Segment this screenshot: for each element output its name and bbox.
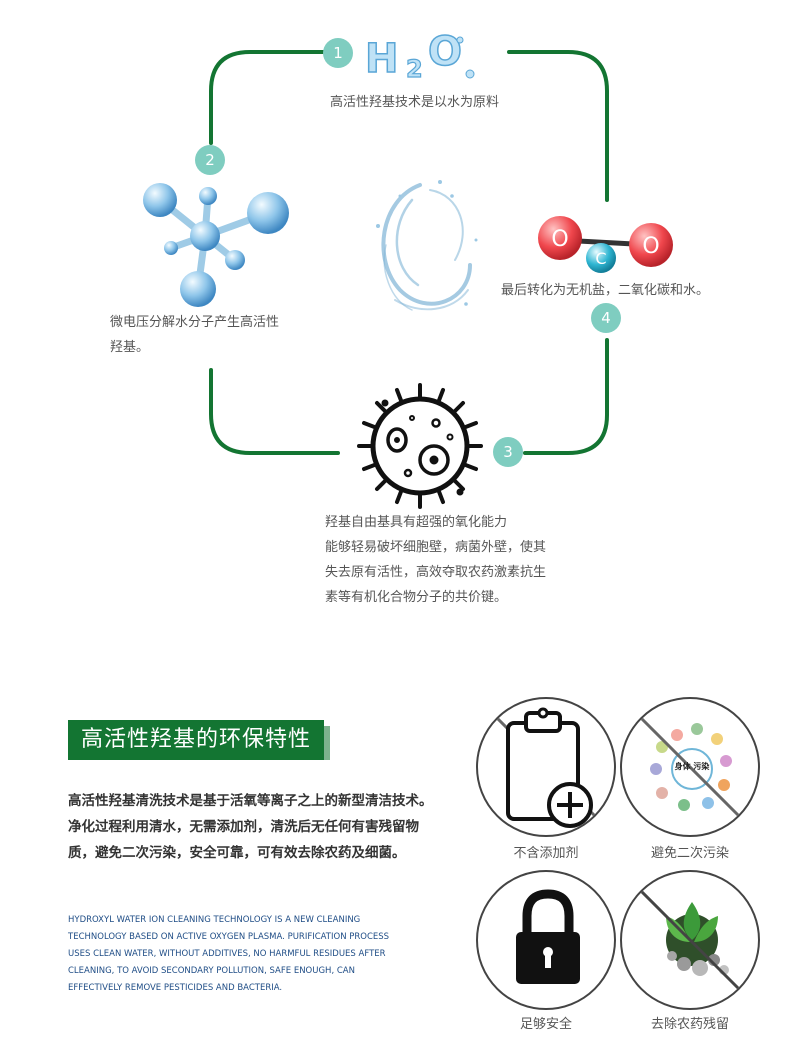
step-4-text: 最后转化为无机盐，二氧化碳和水。 [501,283,710,298]
cycle-frame [209,50,609,455]
step-3-line: 素等有机化合物分子的共价键。 [325,590,508,605]
step-badge-4: 4 [591,303,621,333]
step-2-text: 微电压分解水分子产生高活性 羟基。 [110,310,279,360]
feature-body-en-line: HYDROXYL WATER ION CLEANING TECHNOLOGY I… [68,915,361,925]
avoid-pollution-label: 避免二次污染 [650,846,729,861]
remove-pesticide-icon-ring [620,870,760,1010]
feature-body-en-line: USES CLEAN WATER, WITHOUT ADDITIVES, NO … [68,949,386,959]
feature-body-en: HYDROXYL WATER ION CLEANING TECHNOLOGY I… [68,912,428,997]
avoid-pollution-icon-ring: 身体 污染 [620,697,760,837]
safe-icon-ring [476,870,616,1010]
step-3-line: 能够轻易破坏细胞壁，病菌外壁，使其 [325,540,547,555]
step-badge-3: 3 [493,437,523,467]
h2o-letter-2: 2 [406,55,423,83]
no-additives-icon-ring [476,697,616,837]
co2-icon: O C O [538,216,673,273]
h2o-icon: H 2 O [364,28,475,84]
feature-body-en-line: TECHNOLOGY BASED ON ACTIVE OXYGEN PLASMA… [68,932,390,942]
feature-body-cn: 高活性羟基清洗技术是基于活氧等离子之上的新型清洁技术。净化过程利用清水，无需添加… [68,793,433,861]
co2-letter-o2: O [642,234,659,259]
pollution-diagram-icon [636,713,748,825]
feature-title: 高活性羟基的环保特性 [68,720,330,760]
safe-label: 足够安全 [519,1017,572,1032]
clipboard-plus-icon [492,707,604,828]
h2o-letter-h: H [365,36,398,82]
lock-icon [516,889,580,984]
step-badge-2: 2 [195,145,225,175]
pollution-center-text: 身体 污染 [674,762,710,771]
molecule-icon [143,183,289,307]
step-3-line: 羟基自由基具有超强的氧化能力 [325,515,508,530]
feature-body-en-line: EFFECTIVELY REMOVE PESTICIDES AND BACTER… [68,983,283,993]
step-badge-1: 1 [323,38,353,68]
h2o-letter-o: O [428,29,462,75]
remove-pesticide-label: 去除农药残留 [650,1017,729,1032]
bacteria-icon [357,383,483,509]
step-1-text: 高活性羟基技术是以水为原料 [330,95,500,110]
co2-letter-o1: O [551,227,568,252]
cycle-diagram: H 2 O [143,28,673,509]
water-splash-icon [376,180,478,311]
pesticide-icon [636,886,748,998]
step-2-line: 羟基。 [110,340,150,355]
co2-letter-c: C [595,249,606,268]
step-3-line: 失去原有活性，高效夺取农药激素抗生 [325,565,547,580]
no-additives-label: 不含添加剂 [513,846,579,861]
feature-body-en-line: CLEANING, TO AVOID SECONDARY POLLUTION, … [68,966,355,976]
step-2-line: 微电压分解水分子产生高活性 [110,315,280,330]
step-3-text: 羟基自由基具有超强的氧化能力 能够轻易破坏细胞壁，病菌外壁，使其 失去原有活性，… [325,510,546,610]
